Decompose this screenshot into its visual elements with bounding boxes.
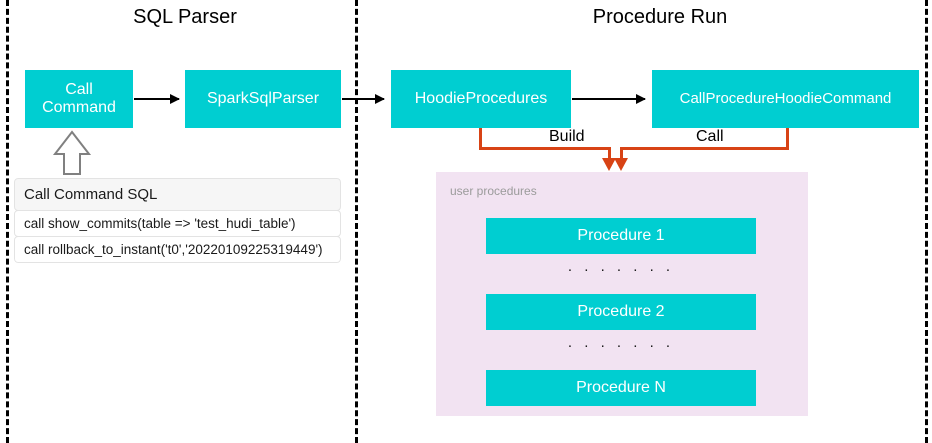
divider-middle: [355, 0, 358, 443]
node-hoodie-procedures[interactable]: HoodieProcedures: [391, 70, 571, 128]
procedure-ellipsis: . . . . . . .: [567, 334, 675, 351]
connector-call-arrowhead: [614, 158, 628, 171]
section-title-procedure-run: Procedure Run: [592, 6, 728, 28]
connector-build-vertical: [479, 128, 482, 150]
node-call-command[interactable]: Call Command: [25, 70, 133, 128]
procedure-ellipsis: . . . . . . .: [567, 258, 675, 275]
node-call-command-line1: Call: [65, 80, 93, 98]
connector-call-drop: [620, 147, 623, 160]
section-title-sql-parser: SQL Parser: [133, 6, 237, 28]
procedure-item[interactable]: Procedure N: [486, 370, 756, 406]
arrow-call-command-to-spark-parser: [134, 94, 180, 104]
user-procedures-panel: user procedures Procedure 1 . . . . . . …: [436, 172, 808, 416]
node-call-command-line2: Command: [42, 99, 116, 116]
user-procedures-label: user procedures: [450, 184, 537, 198]
connector-label-call: Call: [692, 128, 728, 146]
connector-build-horizontal: [479, 147, 611, 150]
block-arrow-up-icon: [52, 130, 92, 176]
divider-right: [925, 0, 928, 443]
arrow-spark-parser-to-hoodie-procedures: [342, 94, 385, 104]
node-call-procedure-hoodie-command[interactable]: CallProcedureHoodieCommand: [652, 70, 919, 128]
divider-left: [6, 0, 9, 443]
sql-table-row[interactable]: call rollback_to_instant('t0','202201092…: [14, 236, 341, 263]
connector-build-drop: [608, 147, 611, 160]
procedure-item[interactable]: Procedure 2: [486, 294, 756, 330]
sql-table: Call Command SQL call show_commits(table…: [14, 178, 341, 263]
connector-call-horizontal: [620, 147, 789, 150]
sql-table-row[interactable]: call show_commits(table => 'test_hudi_ta…: [14, 210, 341, 237]
sql-table-header: Call Command SQL: [14, 178, 341, 211]
connector-build-arrowhead: [602, 158, 616, 171]
node-spark-sql-parser[interactable]: SparkSqlParser: [185, 70, 341, 128]
procedure-item[interactable]: Procedure 1: [486, 218, 756, 254]
arrow-hoodie-procedures-to-call-procedure-command: [572, 94, 646, 104]
connector-label-build: Build: [545, 128, 589, 146]
connector-call-vertical: [786, 128, 789, 150]
